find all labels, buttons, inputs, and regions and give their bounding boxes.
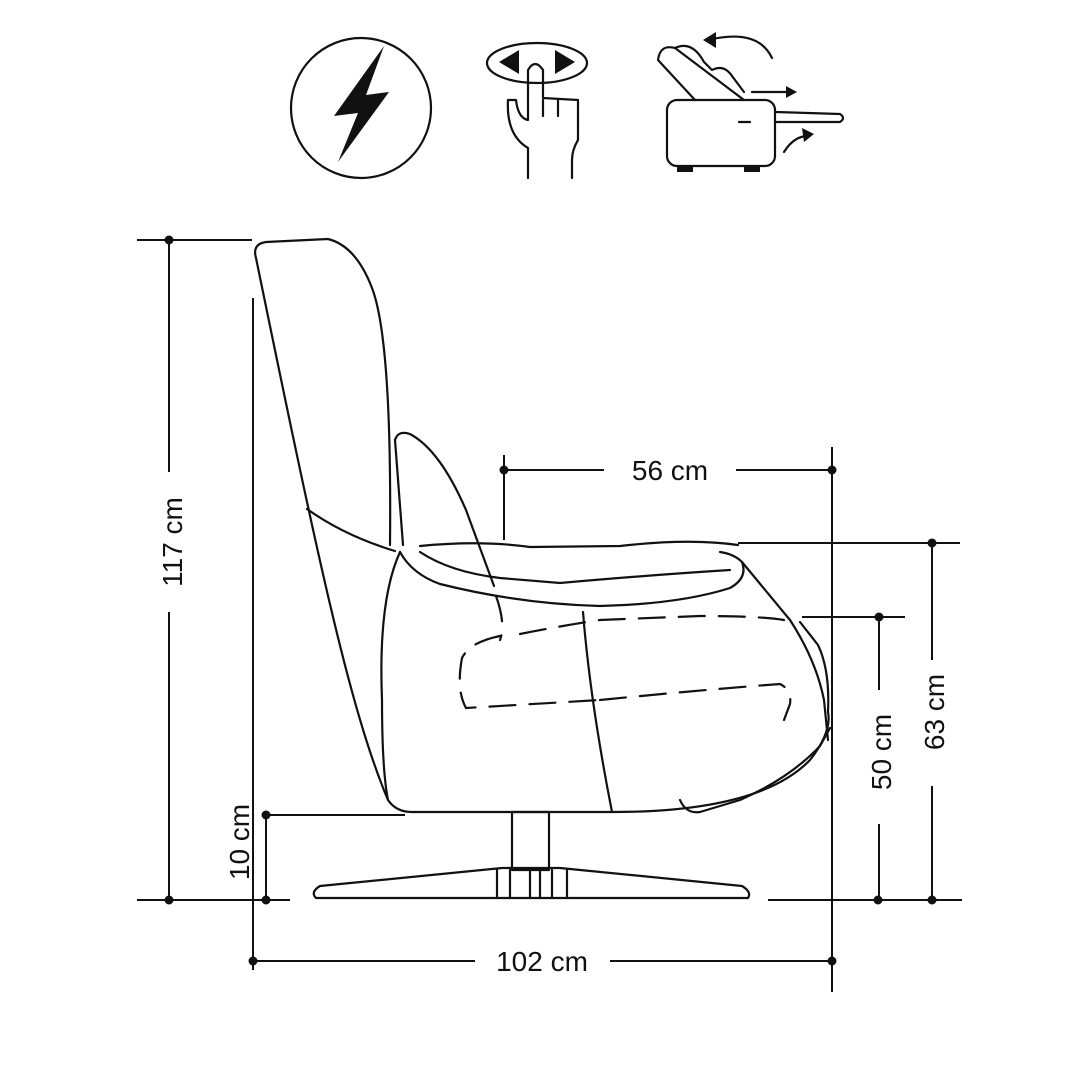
armrest-height-label: 63 cm (919, 674, 950, 750)
electric-power-icon (289, 36, 433, 180)
recline-mechanism-icon (656, 32, 845, 172)
seat-height-label: 10 cm (224, 804, 255, 880)
height-total-label: 117 cm (157, 497, 188, 587)
dimension-lines (137, 235, 962, 992)
seat-depth-label: 56 cm (632, 455, 708, 486)
seat-front-height-label: 50 cm (866, 714, 897, 790)
depth-total-label: 102 cm (496, 946, 588, 977)
touch-control-icon (485, 41, 589, 180)
chair-outline (254, 237, 832, 900)
